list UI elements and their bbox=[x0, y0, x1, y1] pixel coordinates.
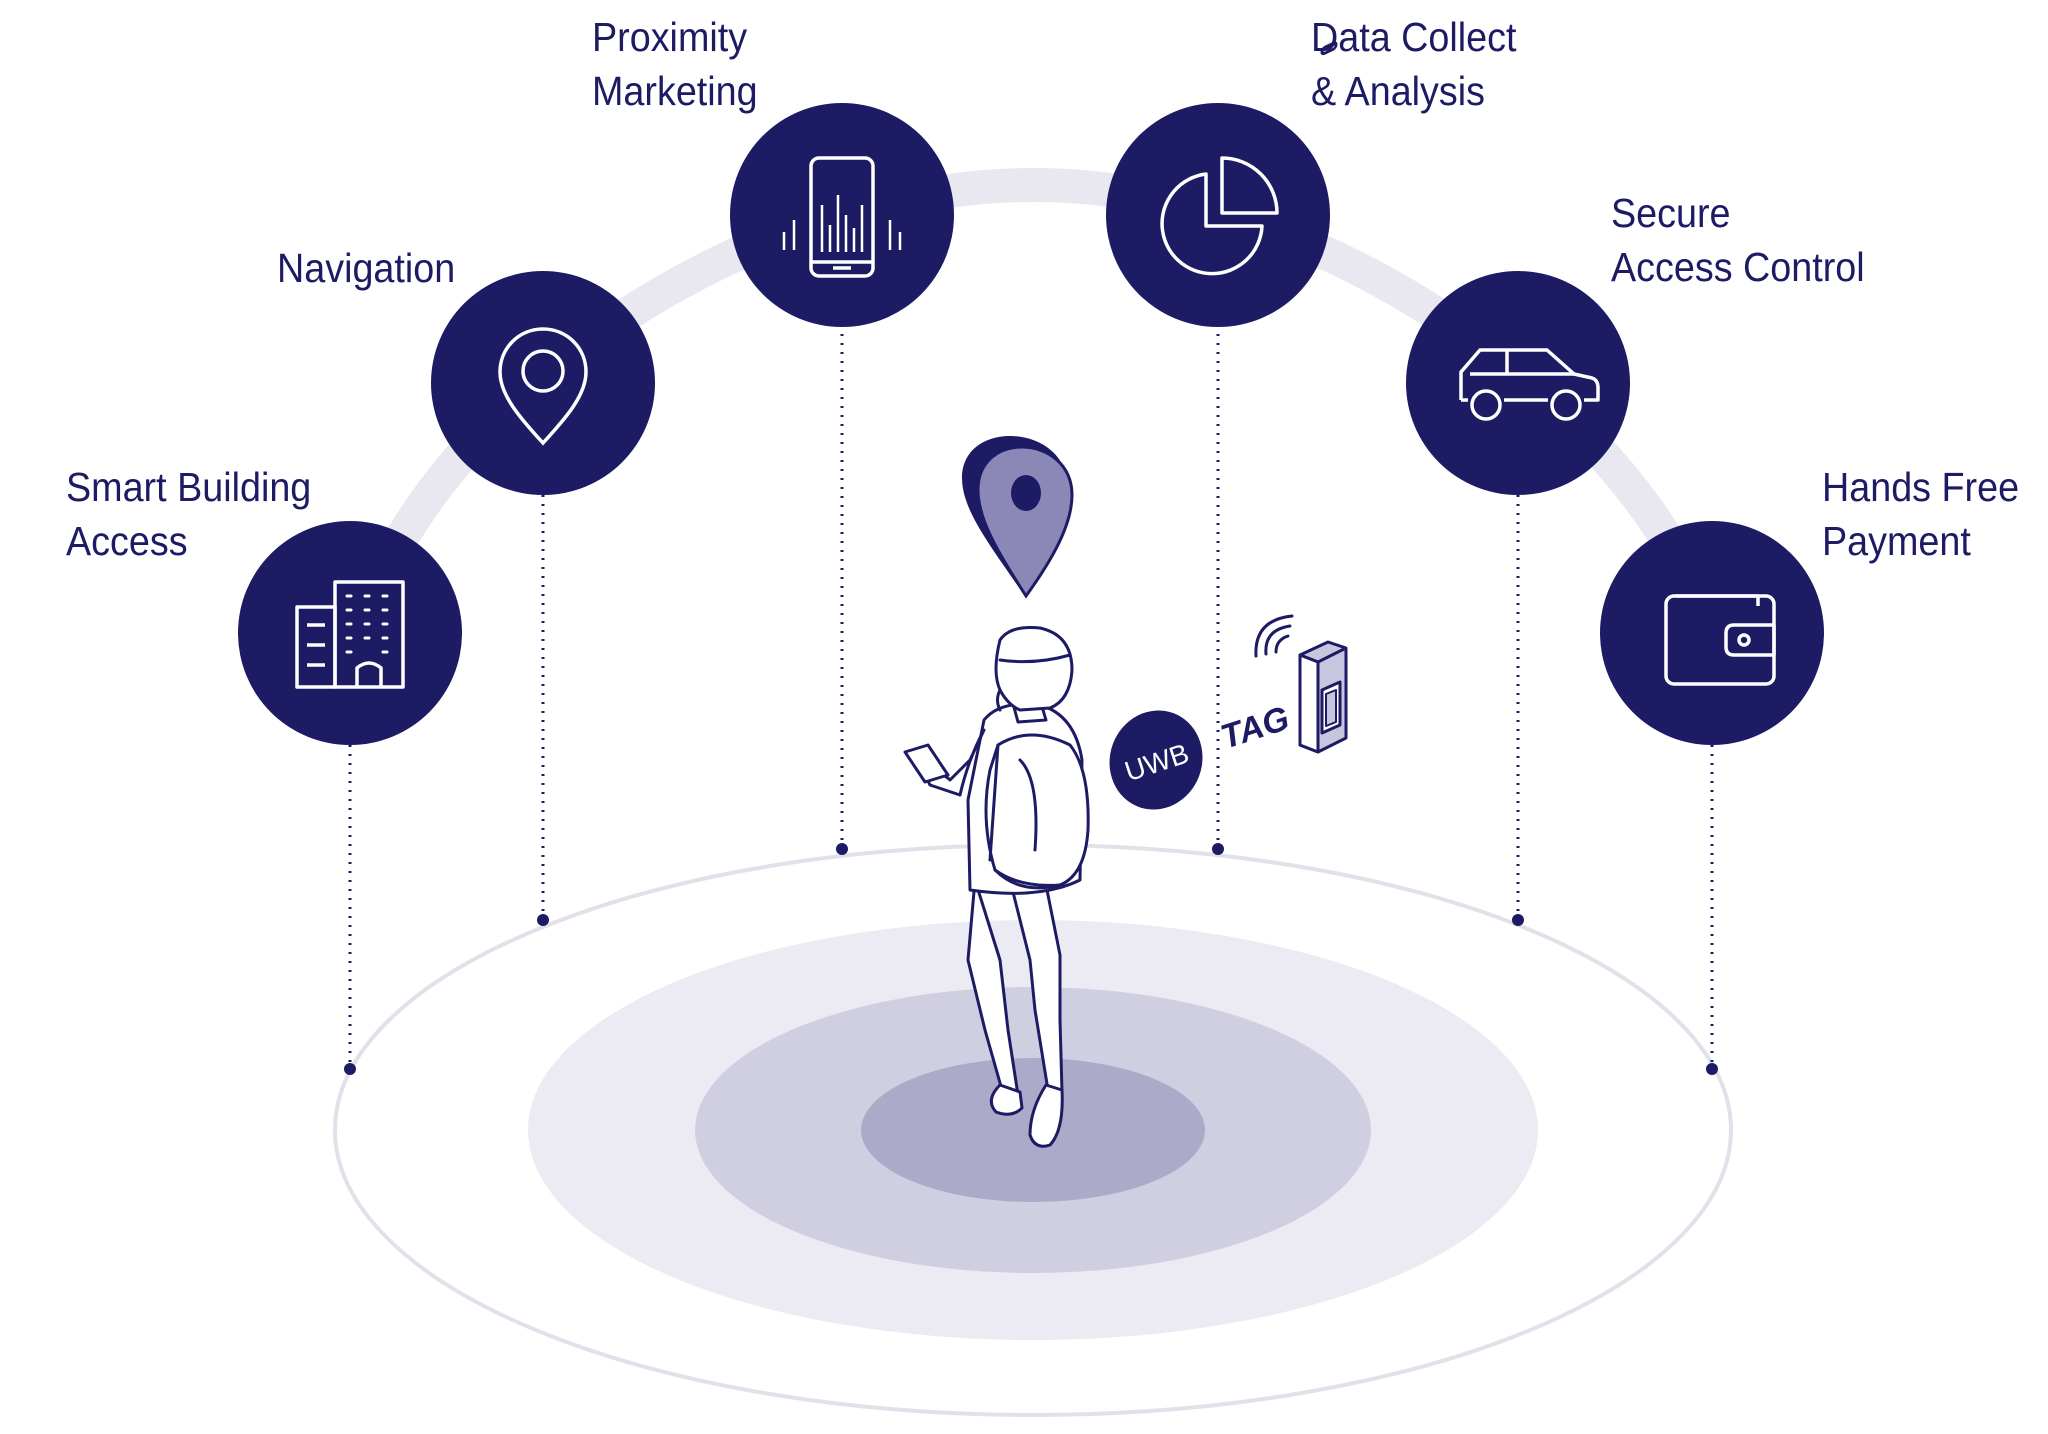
connector-dots bbox=[344, 843, 1718, 1075]
signal-waves-icon bbox=[1254, 614, 1294, 658]
label-navigation: Navigation bbox=[277, 241, 455, 295]
person-with-backpack bbox=[903, 626, 1090, 1148]
service-circle-proximity bbox=[730, 103, 954, 327]
location-pin-icon bbox=[498, 327, 588, 446]
connector-dot bbox=[836, 843, 848, 855]
service-circle-data bbox=[1106, 103, 1330, 327]
service-circle-navigation bbox=[431, 271, 655, 495]
car-icon bbox=[1459, 348, 1600, 421]
label-payment: Hands Free Payment bbox=[1822, 460, 2019, 568]
connector-dot bbox=[1512, 914, 1524, 926]
connector-dot bbox=[344, 1063, 356, 1075]
label-line: Smart Building bbox=[66, 464, 312, 510]
uwb-badge: UWB bbox=[1109, 710, 1203, 810]
label-data: Data Collect & Analysis bbox=[1311, 10, 1516, 118]
label-line: Marketing bbox=[592, 68, 758, 114]
building-icon bbox=[295, 580, 405, 689]
label-line: Data Collect bbox=[1311, 14, 1517, 60]
service-circle-secure bbox=[1406, 271, 1630, 495]
label-line: Secure bbox=[1611, 190, 1731, 236]
pie-chart-icon bbox=[1160, 156, 1279, 276]
label-line: Hands Free bbox=[1822, 464, 2020, 510]
service-circle-payment bbox=[1600, 521, 1824, 745]
smartphone-signal-icon bbox=[782, 156, 902, 278]
label-line: & Analysis bbox=[1311, 68, 1486, 114]
label-line: Proximity bbox=[592, 14, 748, 60]
connector-dot bbox=[537, 914, 549, 926]
label-smart-building: Smart Building Access bbox=[66, 460, 311, 568]
label-secure: Secure Access Control bbox=[1611, 186, 1865, 294]
wallet-icon bbox=[1664, 594, 1776, 686]
connector-lines bbox=[348, 325, 1714, 1067]
service-circle-smart-building bbox=[238, 521, 462, 745]
label-proximity: Proximity Marketing bbox=[592, 10, 758, 118]
isometric-location-pin bbox=[962, 436, 1074, 599]
tag-label: TAG bbox=[1216, 699, 1294, 757]
label-line: Navigation bbox=[277, 245, 456, 291]
label-line: Access bbox=[66, 518, 188, 564]
connector-dot bbox=[1212, 843, 1224, 855]
label-line: Payment bbox=[1822, 518, 1971, 564]
uwb-tag-device bbox=[1298, 41, 1348, 754]
connector-dot bbox=[1706, 1063, 1718, 1075]
label-line: Access Control bbox=[1611, 244, 1865, 290]
